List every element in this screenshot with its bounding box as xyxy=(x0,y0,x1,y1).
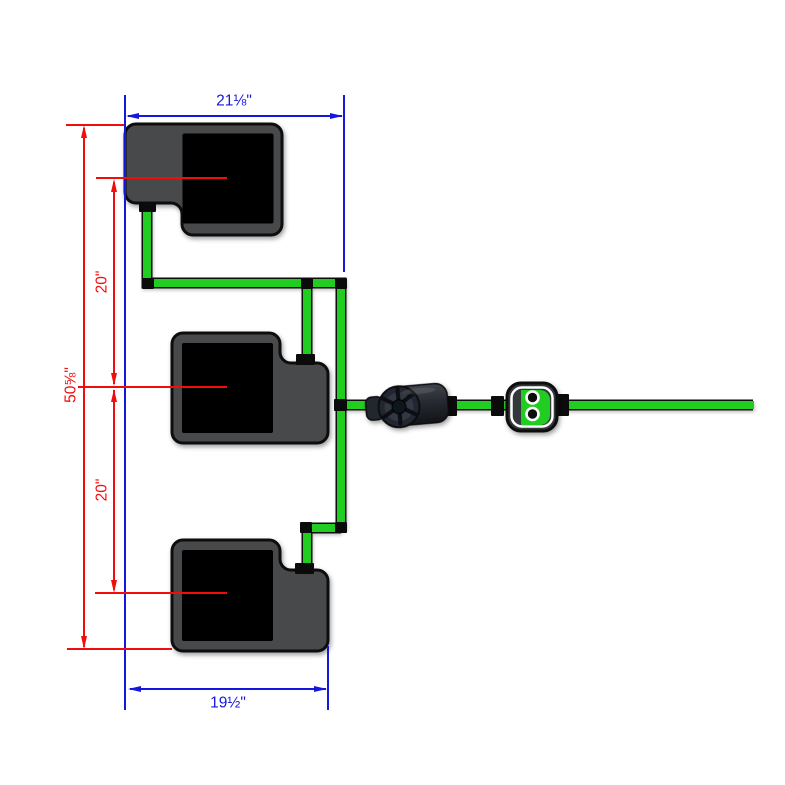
bottom-reservoir-opening xyxy=(182,550,273,641)
extension-line-left xyxy=(124,95,126,710)
valve-port-bottom xyxy=(525,406,540,422)
red-centerline-top xyxy=(96,177,227,179)
valve-white-gasket xyxy=(510,386,554,428)
arrowhead-upper-spacing-bottom xyxy=(111,373,117,386)
extension-line-right-bottom xyxy=(327,646,329,710)
bottom-reservoir xyxy=(170,538,330,653)
arrowhead-lower-spacing-bottom xyxy=(111,580,117,593)
dimension-line-upper-spacing xyxy=(113,182,115,384)
arrowhead-bottom-left xyxy=(128,685,141,692)
top-reservoir-opening xyxy=(182,133,274,224)
arrowhead-top-left xyxy=(126,112,139,119)
fitting-tee-pump-feed xyxy=(334,399,347,411)
fitting-elbow-manifold-right xyxy=(335,278,347,289)
fitting-elbow-jog-right xyxy=(335,522,347,533)
valve-port-top xyxy=(525,390,540,405)
arrowhead-height-bottom xyxy=(81,636,87,649)
fitting-elbow-jog-left xyxy=(300,522,312,533)
arrowhead-lower-spacing-top xyxy=(111,389,117,402)
arrowhead-bottom-right xyxy=(314,685,327,692)
dimension-line-lower-spacing xyxy=(113,390,115,590)
fitting-coupling-valve-inlet xyxy=(491,396,504,416)
red-centerline-middle xyxy=(78,386,227,388)
fitting-elbow-manifold-left xyxy=(142,278,154,289)
dimension-label-top-width: 21⅛" xyxy=(216,92,252,110)
float-valve-controller xyxy=(505,381,559,433)
fitting-top-reservoir-outlet xyxy=(139,202,156,212)
fitting-tee-middle-drop xyxy=(301,278,313,289)
arrowhead-upper-spacing-top xyxy=(111,179,117,192)
fitting-bottom-reservoir-inlet xyxy=(295,563,314,574)
pump-impeller-fins xyxy=(380,386,418,426)
dimension-label-lower-spacing: 20" xyxy=(93,478,111,502)
red-centerline-bottom xyxy=(95,592,227,594)
arrowhead-top-right xyxy=(330,112,343,119)
water-pump xyxy=(364,382,450,429)
fitting-middle-reservoir-inlet xyxy=(296,354,315,365)
dimension-label-upper-spacing: 20" xyxy=(93,270,111,294)
red-tick-top xyxy=(66,124,124,126)
dimension-label-overall-height: 50⅝" xyxy=(62,367,80,403)
middle-reservoir xyxy=(170,331,330,445)
dimension-label-bottom-width: 19½" xyxy=(210,694,246,712)
pump-hub xyxy=(391,399,407,415)
red-tick-bottom xyxy=(67,648,172,650)
dimension-line-overall-height xyxy=(83,128,85,647)
extension-line-right-top xyxy=(343,95,345,272)
dimension-line-top-width xyxy=(128,115,342,117)
dimension-line-bottom-width xyxy=(130,688,326,690)
pump-highlight xyxy=(401,387,436,395)
middle-reservoir-opening xyxy=(182,343,273,433)
arrowhead-height-top xyxy=(81,125,87,138)
